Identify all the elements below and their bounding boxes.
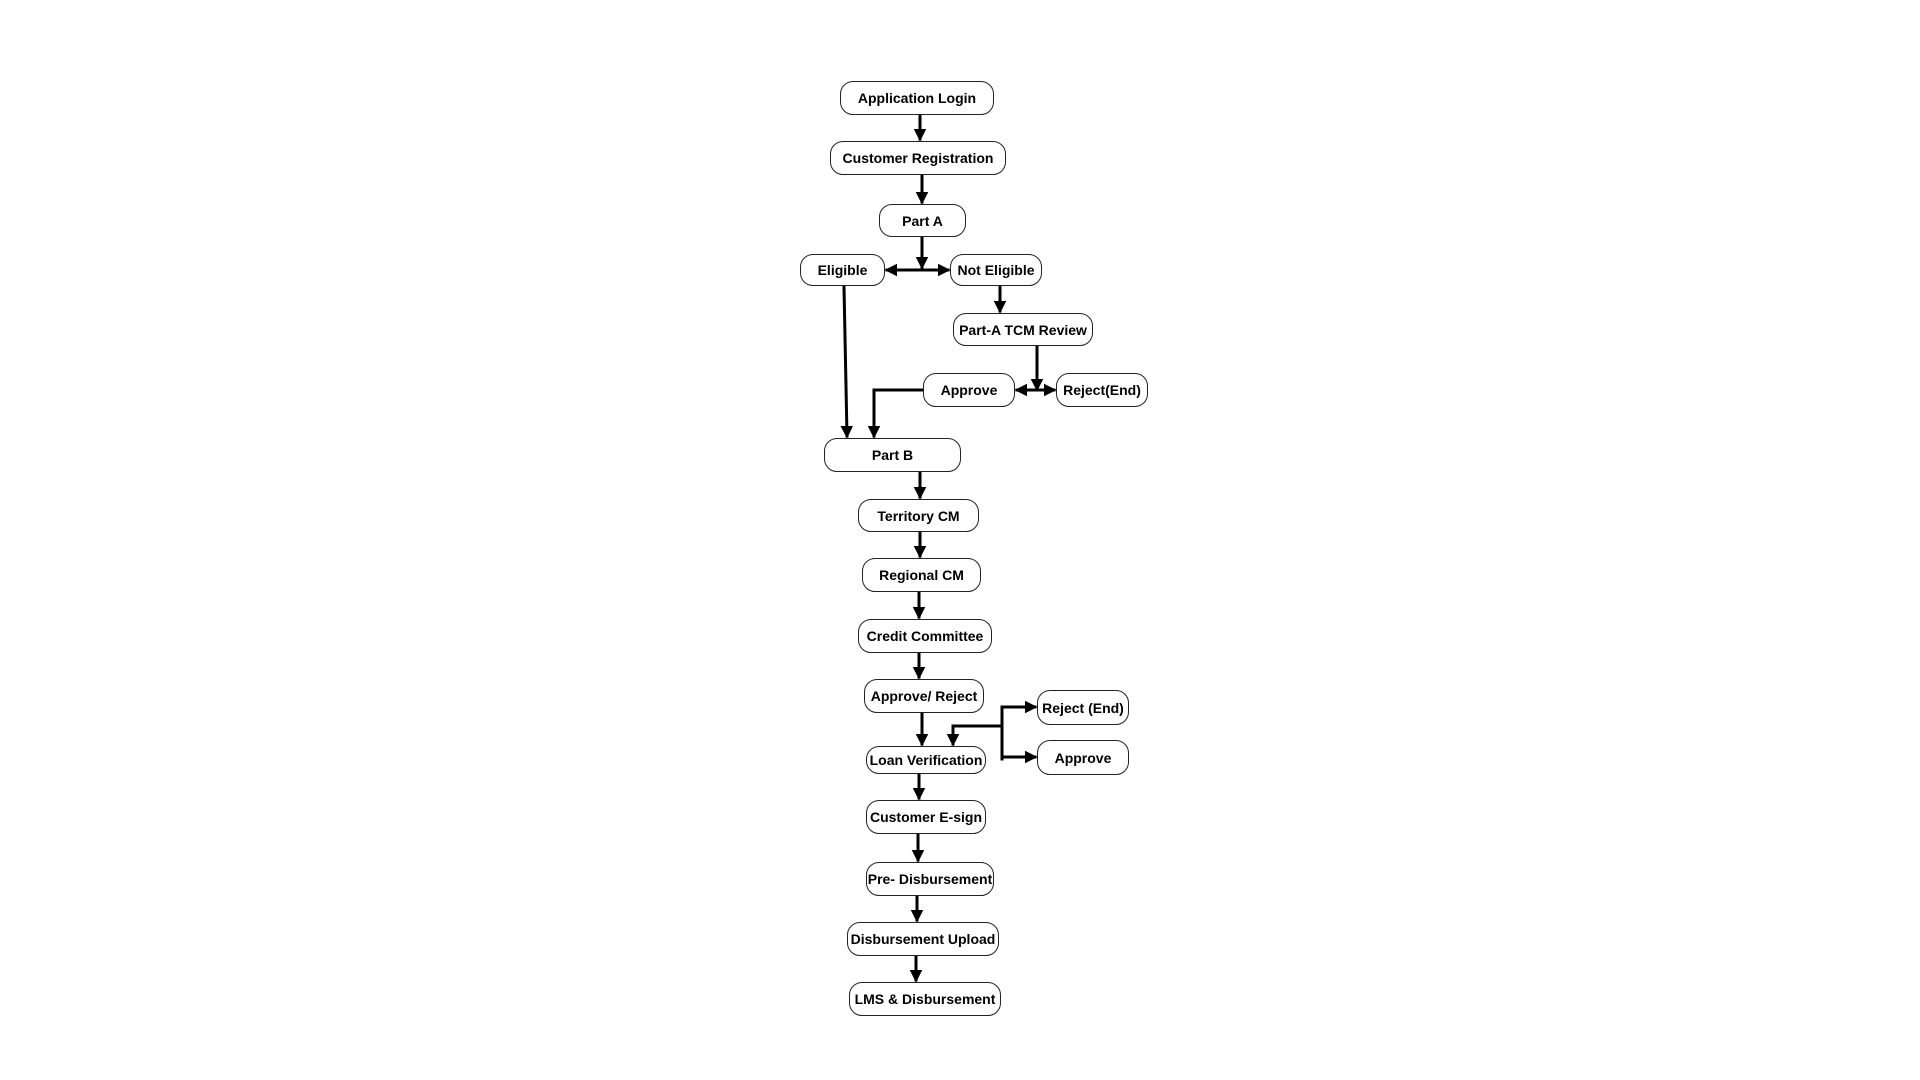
node-label: Not Eligible — [957, 262, 1035, 278]
node-credit-committee: Credit Committee — [858, 619, 992, 653]
node-label: Approve — [1054, 749, 1112, 766]
node-label: Credit Committee — [866, 628, 984, 644]
node-reject-end-tcm: Reject(End) — [1056, 373, 1148, 407]
node-label: Part-A TCM Review — [959, 321, 1087, 338]
node-part-b: Part B — [824, 438, 961, 472]
node-part-a-tcm-review: Part-A TCM Review — [953, 313, 1093, 346]
node-label: Part B — [871, 447, 914, 463]
node-application-login: Application Login — [840, 81, 994, 115]
node-territory-cm: Territory CM — [858, 499, 979, 532]
node-not-eligible: Not Eligible — [950, 254, 1042, 286]
arrow-branch-to-loan-verification — [946, 724, 1004, 747]
node-label: Disbursement Upload — [850, 931, 996, 947]
node-label: Reject(End) — [1063, 382, 1141, 398]
node-label: Reject (End) — [1042, 699, 1124, 716]
node-label: Approve — [940, 382, 998, 398]
node-label: Customer E-sign — [869, 809, 982, 825]
node-label: LMS & Disbursement — [854, 991, 996, 1007]
node-reject-end-verification: Reject (End) — [1037, 690, 1129, 725]
node-approve-reject: Approve/ Reject — [864, 679, 984, 713]
node-approve-verification: Approve — [1037, 740, 1129, 775]
node-label: Territory CM — [877, 507, 960, 524]
node-label: Part A — [902, 212, 943, 229]
node-regional-cm: Regional CM — [862, 558, 981, 592]
node-customer-registration: Customer Registration — [830, 141, 1006, 175]
arrow-branch-to-reject-end — [1000, 700, 1038, 761]
node-disbursement-upload: Disbursement Upload — [847, 922, 999, 956]
node-loan-verification: Loan Verification — [866, 746, 986, 774]
node-label: Pre- Disbursement — [867, 871, 993, 887]
node-lms-disbursement: LMS & Disbursement — [849, 982, 1001, 1016]
node-eligible: Eligible — [800, 254, 885, 286]
arrow-eligible-to-part-b — [840, 285, 854, 439]
node-label: Regional CM — [879, 567, 964, 583]
node-label: Loan Verification — [869, 752, 983, 768]
node-label: Application Login — [857, 90, 977, 106]
node-label: Eligible — [817, 262, 868, 278]
node-customer-esign: Customer E-sign — [866, 800, 986, 834]
arrow-approve-to-part-b — [867, 388, 924, 439]
node-approve-tcm: Approve — [923, 373, 1015, 407]
node-pre-disbursement: Pre- Disbursement — [866, 862, 994, 896]
node-label: Approve/ Reject — [870, 688, 978, 704]
node-label: Customer Registration — [842, 150, 994, 166]
node-part-a: Part A — [879, 204, 966, 237]
